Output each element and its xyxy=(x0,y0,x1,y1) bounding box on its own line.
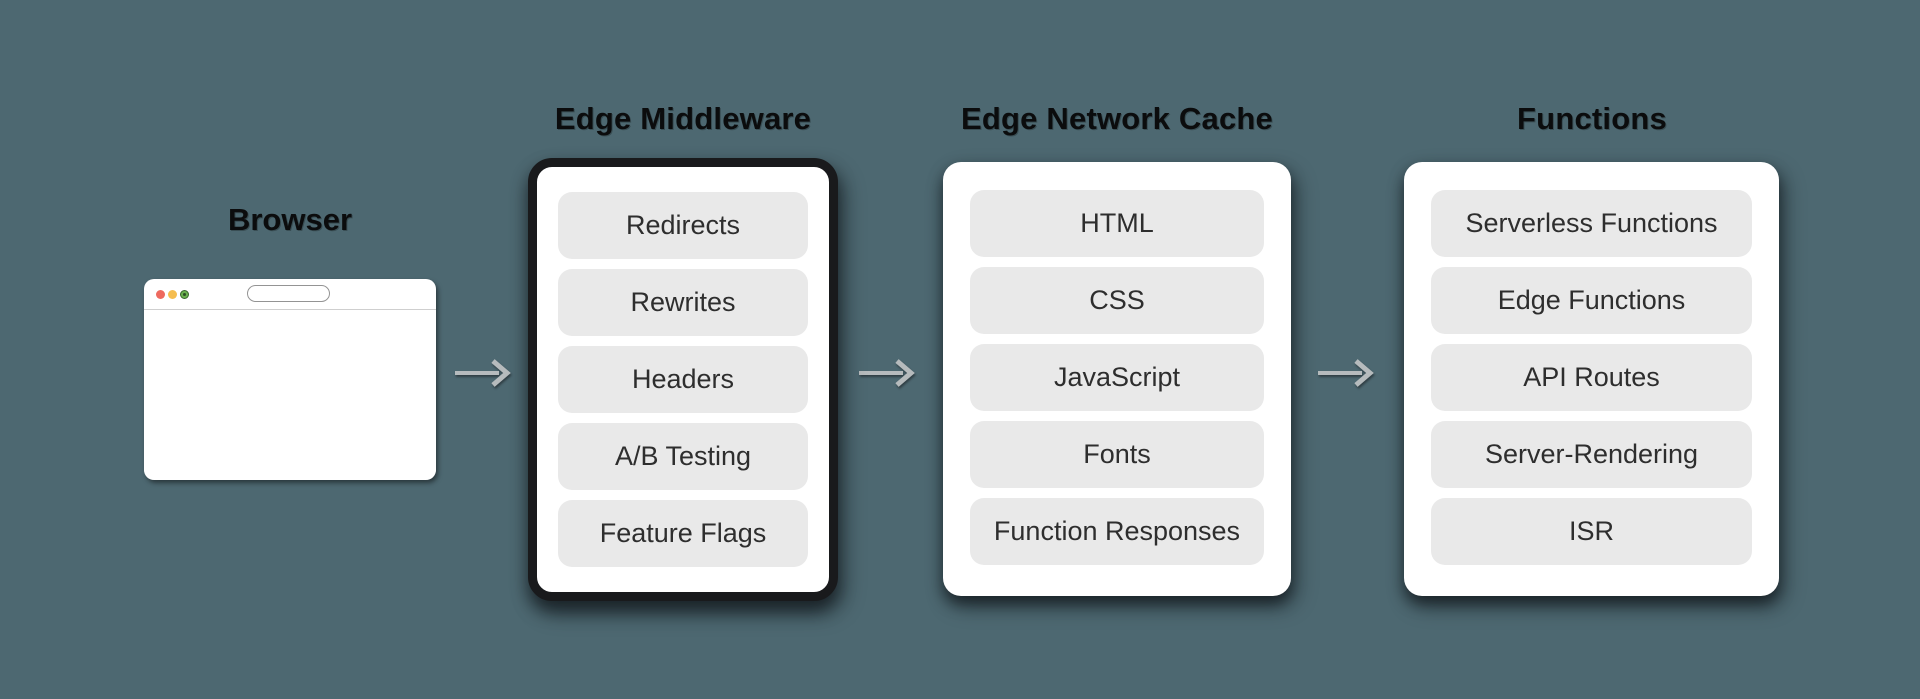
list-item: Fonts xyxy=(970,421,1264,488)
card-title-edge-network-cache: Edge Network Cache xyxy=(961,101,1273,136)
list-item: Server-Rendering xyxy=(1431,421,1752,488)
arrow-right-icon xyxy=(1316,357,1378,389)
minimize-window-icon xyxy=(168,289,177,299)
list-item: API Routes xyxy=(1431,344,1752,411)
list-item: Edge Functions xyxy=(1431,267,1752,334)
card-title-functions: Functions xyxy=(1517,101,1667,136)
list-item: Headers xyxy=(558,346,808,413)
browser-viewport xyxy=(144,310,436,479)
list-item: ISR xyxy=(1431,498,1752,565)
card-title-edge-middleware: Edge Middleware xyxy=(554,101,812,136)
url-bar xyxy=(247,285,330,302)
browser-toolbar xyxy=(144,279,436,310)
list-item: Serverless Functions xyxy=(1431,190,1752,257)
card-edge-middleware: Redirects Rewrites Headers A/B Testing F… xyxy=(528,158,838,601)
list-item: Function Responses xyxy=(970,498,1264,565)
arrow-right-icon xyxy=(453,357,515,389)
close-window-icon xyxy=(156,289,165,299)
list-item: CSS xyxy=(970,267,1264,334)
browser-label: Browser xyxy=(227,202,353,237)
list-item: Rewrites xyxy=(558,269,808,336)
list-item: HTML xyxy=(970,190,1264,257)
card-edge-network-cache: HTML CSS JavaScript Fonts Function Respo… xyxy=(943,162,1291,596)
list-item: A/B Testing xyxy=(558,423,808,490)
arrow-right-icon xyxy=(857,357,919,389)
list-item: Feature Flags xyxy=(558,500,808,567)
card-functions: Serverless Functions Edge Functions API … xyxy=(1404,162,1779,596)
list-item: Redirects xyxy=(558,192,808,259)
list-item: JavaScript xyxy=(970,344,1264,411)
zoom-window-icon xyxy=(180,289,189,299)
browser-window xyxy=(144,279,436,480)
